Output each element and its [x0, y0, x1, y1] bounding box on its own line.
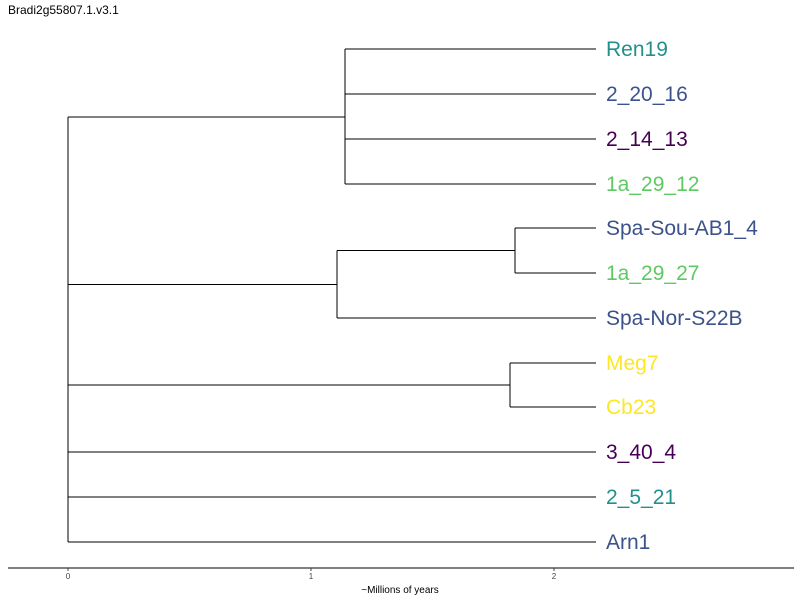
tip-label: 2_5_21 [606, 486, 676, 509]
tip-label: 1a_29_27 [606, 262, 699, 285]
time-axis: 0 1 2 ~Millions of years [8, 567, 794, 596]
tip-label: 1a_29_12 [606, 173, 699, 196]
tree-title: Bradi2g55807.1.v3.1 [8, 3, 119, 17]
axis-tick-label: 0 [66, 572, 71, 581]
tip-label: Meg7 [606, 352, 659, 375]
tip-label: Ren19 [606, 38, 668, 61]
tip-label: Spa-Sou-AB1_4 [606, 217, 758, 240]
tip-label: 2_14_13 [606, 128, 688, 151]
tree-branches [67, 48, 596, 543]
tip-label: 3_40_4 [606, 441, 676, 464]
tip-labels: Ren19 2_20_16 2_14_13 1a_29_12Spa-Sou-AB1_4… [606, 38, 758, 554]
axis-tick-label: 1 [309, 572, 314, 581]
tip-label: Spa-Nor-S22B [606, 307, 743, 330]
tip-label: 2_20_16 [606, 83, 688, 106]
tip-label: Arn1 [606, 531, 650, 554]
axis-title: ~Millions of years [361, 585, 439, 596]
axis-tick-label: 2 [552, 572, 557, 581]
tip-label: Cb23 [606, 396, 656, 419]
